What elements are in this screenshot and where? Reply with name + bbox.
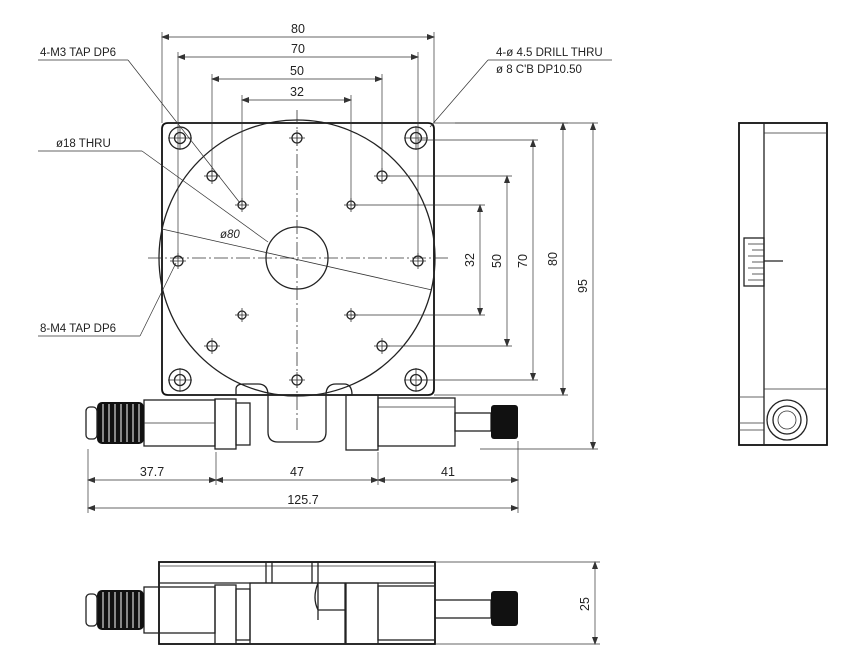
top-view: 80 70 50 32 32 50 70 80 95 — [38, 22, 612, 513]
callout-drill-thru: 4-ø 4.5 DRILL THRU — [496, 47, 603, 59]
front-view: 25 — [85, 561, 600, 645]
tapped-hole — [289, 372, 305, 388]
side-view — [738, 122, 828, 446]
micrometer-head — [85, 398, 251, 450]
callout-thru-18: ø18 THRU — [56, 138, 111, 150]
tapped-hole — [289, 130, 305, 146]
dim-top-70: 70 — [291, 42, 305, 56]
diameter-line — [161, 228, 433, 291]
callout-leaders — [38, 59, 612, 337]
dim-bottom-41: 41 — [441, 465, 455, 479]
dim-bottom-47: 47 — [290, 465, 304, 479]
height-dimension-lines — [435, 561, 600, 645]
dim-top-50: 50 — [290, 64, 304, 78]
dim-overall-125-7: 125.7 — [287, 493, 318, 507]
callout-m3-tap: 4-M3 TAP DP6 — [40, 47, 116, 59]
dim-right-50: 50 — [490, 254, 504, 268]
tapped-hole — [204, 338, 220, 354]
dim-right-80: 80 — [546, 252, 560, 266]
bottom-dimension-lines — [87, 441, 519, 513]
callout-m4-tap: 8-M4 TAP DP6 — [40, 323, 116, 335]
dim-right-32: 32 — [463, 253, 477, 267]
dim-bottom-37-7: 37.7 — [140, 465, 164, 479]
side-knob — [766, 399, 808, 441]
tapped-hole — [235, 308, 249, 322]
dim-top-80: 80 — [291, 22, 305, 36]
top-dimension-lines — [161, 32, 435, 258]
dim-right-95: 95 — [576, 279, 590, 293]
dim-top-32: 32 — [290, 85, 304, 99]
bottom-tab — [235, 383, 353, 443]
base-plate-outline — [161, 122, 435, 396]
counterbore-hole — [168, 126, 192, 150]
right-dimension-lines — [351, 122, 598, 450]
micrometer-scale — [743, 237, 783, 287]
spring-plunger — [345, 394, 518, 451]
callout-counterbore: ø 8 C'B DP10.50 — [496, 64, 582, 76]
counterbore-hole — [168, 368, 192, 392]
dim-right-70: 70 — [516, 254, 530, 268]
dim-height-25: 25 — [578, 597, 592, 611]
counterbore-hole — [404, 126, 428, 150]
label-dia-80: ø80 — [220, 229, 240, 241]
